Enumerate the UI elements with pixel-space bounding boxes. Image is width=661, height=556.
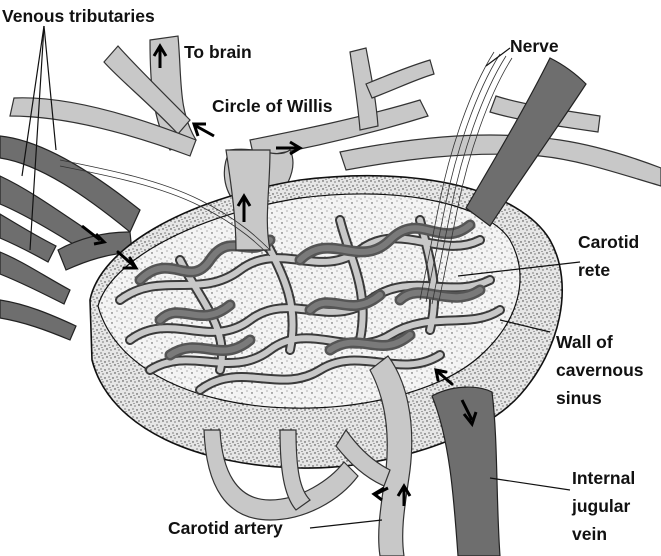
- label-nerve: Nerve: [510, 36, 559, 56]
- label-wall-line1: Wall of: [556, 332, 613, 352]
- label-to-brain: To brain: [184, 42, 252, 62]
- label-venous-tributaries: Venous tributaries: [2, 6, 155, 26]
- label-jugular-line3: vein: [572, 524, 607, 544]
- label-circle-of-willis: Circle of Willis: [212, 96, 333, 116]
- label-jugular-line2: jugular: [571, 496, 631, 516]
- label-carotid-artery: Carotid artery: [168, 518, 283, 538]
- internal-jugular-vein: [432, 387, 500, 556]
- label-wall-line3: sinus: [556, 388, 602, 408]
- label-jugular-line1: Internal: [572, 468, 635, 488]
- label-carotid-rete-line1: Carotid: [578, 232, 639, 252]
- label-carotid-rete-line2: rete: [578, 260, 610, 280]
- label-wall-line2: cavernous: [556, 360, 644, 380]
